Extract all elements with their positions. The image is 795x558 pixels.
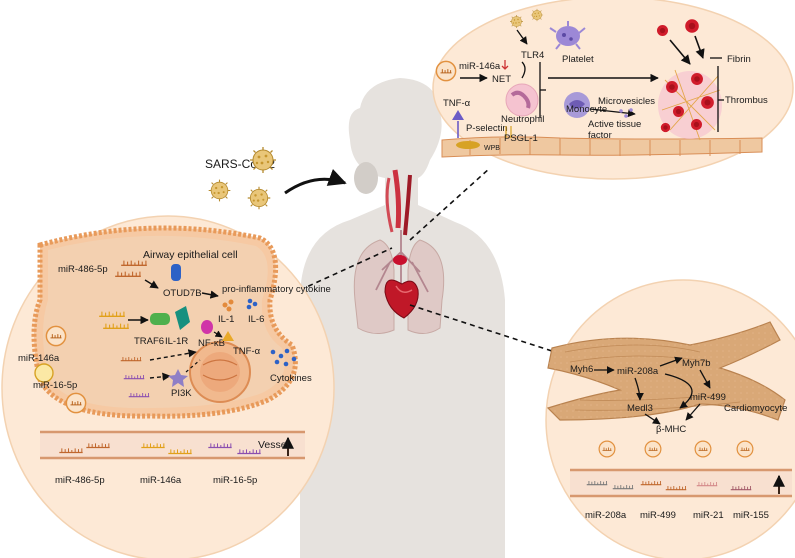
mir-499-label: miR-499 [690,392,726,403]
thrombus-clot-icon [658,69,722,141]
thrombus-mir-146a-label: miR-146a [459,61,501,72]
virion-icon [208,179,231,202]
pi3k-star-icon [168,369,188,387]
virion-icon [247,186,271,210]
cardiomyocyte-label: Cardiomyocyte [724,403,787,414]
psgl1-label: PSGL-1 [504,133,538,144]
net-label: NET [492,74,511,85]
otud7b-label: OTUD7B [163,288,202,299]
airway-vessel-item: miR-486-5p [55,475,105,486]
platelet-icon [549,21,586,50]
airway-vessel-item: miR-146a [140,475,182,486]
cardio-vessel [570,468,792,498]
connector-line [299,247,393,291]
active-tf-label-1: Active tissue [588,119,641,130]
fibrin-label: Fibrin [727,54,751,65]
il1r-label: IL-1R [165,336,188,347]
airway-vessel: Vessel [40,430,305,460]
infection-arrow [284,168,347,195]
p-selectin-label: P-selectin [466,123,508,134]
monocyte-label: Monocyte [566,104,607,115]
nfkb-protein-icon [201,320,213,334]
mir-16-label: miR-16-5p [33,380,77,391]
traf6-label: TRAF6 [134,336,164,347]
medl3-label: Medl3 [627,403,653,414]
exosome-icon [598,440,616,458]
thrombus-tnfa-label: TNF-α [443,98,471,109]
il1-dots-icon [222,299,234,312]
cytokines-dots-icon [270,348,297,367]
cardio-vessel-item: miR-155 [733,510,769,521]
cytokines-label: Cytokines [270,373,312,384]
cardio-vessel-item: miR-21 [693,510,724,521]
exosome-icon [45,325,67,347]
thrombus-label: Thrombus [725,95,768,106]
mir-208a-label: miR-208a [617,366,659,377]
active-tf-label-2: factor [588,130,612,141]
otud7b-protein-icon [171,264,181,281]
microvesicle-dots-icon [619,108,633,118]
tlr4-label: TLR4 [521,50,544,61]
exosome-icon [65,392,87,414]
wpb-label: WPB [484,145,500,152]
il6-label: IL-6 [248,314,264,325]
exosome-icon [435,60,457,82]
virion-icon [249,146,277,174]
airway-vessel-item: miR-16-5p [213,475,257,486]
cardio-panel: Myh6 miR-208a Myh7b miR-499 Medl3 β-MHC … [545,279,795,558]
neutrophil-icon [505,83,539,117]
tnfa-triangle-icon [452,110,464,120]
il6-dots-icon [246,298,258,310]
tnfa-triangle-icon [222,331,234,341]
decrease-arrow-icon [501,60,509,70]
il1r-receptor-icon [175,306,190,330]
pro-inflammatory-label: pro-inflammatory cytokine [222,284,331,295]
il1-label: IL-1 [218,314,234,325]
heart-icon [384,279,419,319]
nfkb-label: NF-κB [198,338,225,349]
mir-486-label: miR-486-5p [58,264,108,275]
connector-line [409,304,556,353]
tnfa-label: TNF-α [233,346,261,357]
exosome-icon [644,440,662,458]
airway-panel: Airway epithelial cell miR-486-5p OTUD7B… [1,215,335,558]
traf6-protein-icon [150,313,170,325]
pi3k-label: PI3K [171,388,192,399]
wpb-body-icon [456,141,480,149]
mir-146a-label: miR-146a [18,353,60,364]
airway-title: Airway epithelial cell [143,249,238,261]
bmhc-label: β-MHC [656,424,686,435]
cardio-vessel-item: miR-499 [640,510,676,521]
exosome-icon [34,363,54,383]
monocyte-icon [564,92,590,118]
microvesicles-label: Microvesicles [598,96,655,107]
vessel-label: Vessel [258,439,289,451]
exosome-icon [736,440,754,458]
myh6-label: Myh6 [570,364,593,375]
neutrophil-label: Neutrophil [501,114,544,125]
platelet-label: Platelet [562,54,594,65]
cardio-vessel-item: miR-208a [585,510,627,521]
myh7b-label: Myh7b [682,358,711,369]
human-body [300,78,505,558]
exosome-icon [694,440,712,458]
thrombus-panel: miR-146a NET TLR4 Platelet Neutrophil TN… [432,0,794,180]
